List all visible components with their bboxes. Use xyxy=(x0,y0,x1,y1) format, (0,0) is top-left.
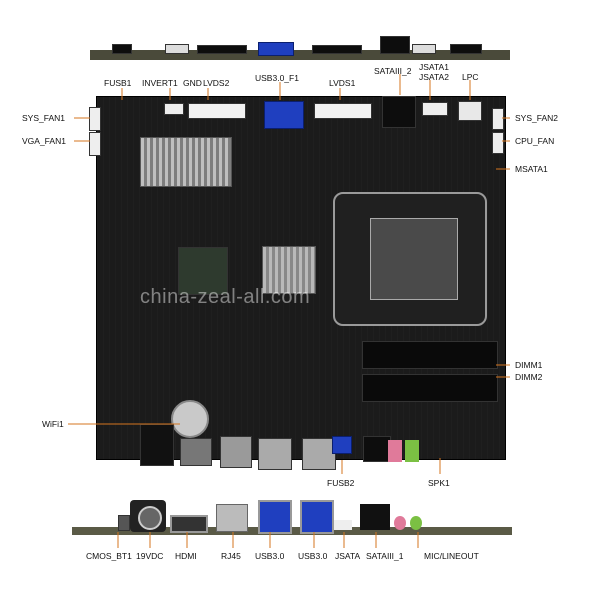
fan-header xyxy=(492,132,504,154)
label-sys-fan1: SYS_FAN1 xyxy=(22,113,65,123)
usb30-f1-header xyxy=(264,101,304,129)
bottom-usb-stack-a xyxy=(258,500,292,534)
top-edge-connector xyxy=(197,45,247,54)
label-invert1: INVERT1 xyxy=(142,78,178,88)
label-lpc: LPC xyxy=(462,72,479,82)
fan-header xyxy=(492,108,504,130)
dimm2-slot xyxy=(362,374,498,402)
label-sata-ii-1: SATAIII_1 xyxy=(366,551,404,561)
label-sata-ii-2: SATAIII_2 xyxy=(374,66,412,76)
fusb2-header xyxy=(332,436,352,454)
label-dimm2: DIMM2 xyxy=(515,372,543,382)
watermark: china-zeal-all.com xyxy=(140,286,311,308)
label-vga-fan1: VGA_FAN1 xyxy=(22,136,66,146)
label-lvds1: LVDS1 xyxy=(329,78,356,88)
top-edge-sata-connector xyxy=(380,36,410,54)
usb-stack xyxy=(258,438,292,470)
chipset-heatsink xyxy=(140,137,232,187)
dc-jack xyxy=(140,424,174,466)
audio-jack-pink xyxy=(388,440,402,462)
label-cmos-bt1: CMOS_BT1 xyxy=(86,551,132,561)
board-top-edge-view xyxy=(90,50,510,60)
sata-ii-2-port xyxy=(382,96,416,128)
invert1-connector xyxy=(164,103,184,115)
cpu-socket-core xyxy=(370,218,458,300)
bottom-audio-pink xyxy=(394,516,406,530)
dimm1-slot xyxy=(362,341,498,369)
label-lvds2: LVDS2 xyxy=(203,78,230,88)
label-gnd: GND xyxy=(183,78,202,88)
label-sys-fan2: SYS_FAN2 xyxy=(515,113,558,123)
label-usb30-b: USB3.0 xyxy=(298,551,328,561)
usb-stack xyxy=(302,438,336,470)
bottom-rj45 xyxy=(216,504,248,532)
label-jsata: JSATA xyxy=(335,551,361,561)
top-edge-usb-header xyxy=(258,42,294,56)
label-hdmi: HDMI xyxy=(175,551,197,561)
bottom-hdmi xyxy=(170,515,208,533)
label-fusb2: FUSB2 xyxy=(327,478,355,488)
audio-jack-green xyxy=(405,440,419,462)
bottom-audio-green xyxy=(410,516,422,530)
cpu-heatsink xyxy=(262,246,316,294)
hdmi-port xyxy=(180,438,212,466)
label-usb30-a: USB3.0 xyxy=(255,551,285,561)
label-wifi1: WiFi1 xyxy=(42,419,64,429)
top-edge-connector xyxy=(450,44,482,54)
label-jsata1: JSATA1 xyxy=(419,62,449,72)
top-edge-connector xyxy=(112,44,132,54)
label-spk1: SPK1 xyxy=(428,478,450,488)
jsata-connector xyxy=(422,102,448,116)
label-cpu-fan: CPU_FAN xyxy=(515,136,555,146)
label-mic-lineout: MIC/LINEOUT xyxy=(424,551,479,561)
lpc-header xyxy=(458,101,482,121)
bottom-sata xyxy=(360,504,390,530)
board-bottom-edge-view xyxy=(72,527,512,535)
label-dimm1: DIMM1 xyxy=(515,360,543,370)
label-rj45: RJ45 xyxy=(221,551,241,561)
bottom-jsata xyxy=(334,520,352,530)
label-19vdc: 19VDC xyxy=(136,551,164,561)
bottom-usb-stack-b xyxy=(300,500,334,534)
top-edge-connector xyxy=(312,45,362,54)
top-edge-connector xyxy=(412,44,436,54)
rj45-port xyxy=(220,436,252,468)
bottom-dc-jack-round xyxy=(138,506,162,530)
top-edge-connector xyxy=(165,44,189,54)
bottom-cmos-button xyxy=(118,515,130,531)
cpu-chip xyxy=(178,247,228,295)
lvds1-connector xyxy=(314,103,372,119)
label-fusb1: FUSB1 xyxy=(104,78,132,88)
label-jsata2: JSATA2 xyxy=(419,72,449,82)
label-msata1: MSATA1 xyxy=(515,164,548,174)
cmos-battery xyxy=(171,400,209,438)
lvds2-connector xyxy=(188,103,246,119)
fan-header xyxy=(89,132,101,156)
sata-port xyxy=(363,436,391,462)
label-usb30-f1: USB3.0_F1 xyxy=(255,73,299,83)
fan-header xyxy=(89,107,101,131)
